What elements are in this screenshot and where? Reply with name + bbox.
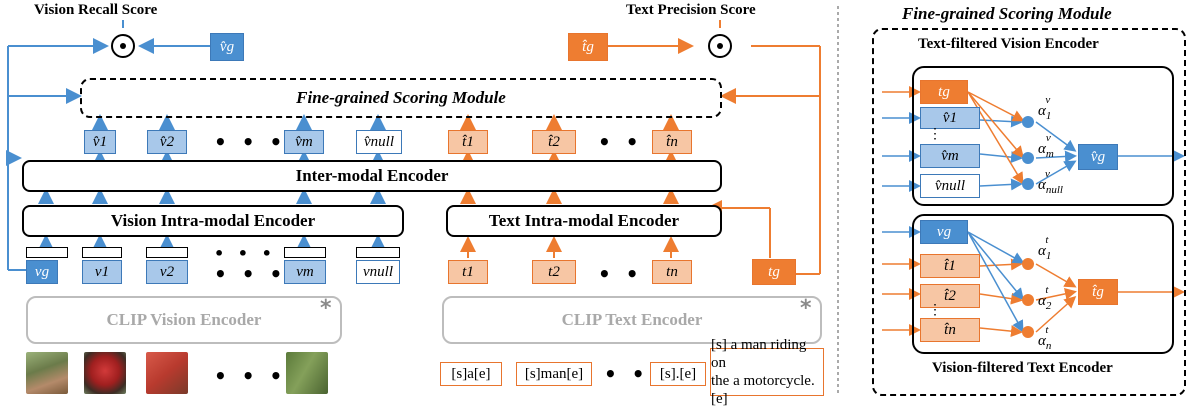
rp-v-hat-1-token: v̂1 [920,107,980,129]
vg-token: vg [26,260,58,284]
fgsm-label: Fine-grained Scoring Module [296,88,506,107]
rp-vdots-bottom: ⋮ [928,303,942,318]
caption-full-sentence: [s] a man riding on the a motorcycle. [e… [710,337,824,407]
v-hat-null-token: v̂null [356,130,402,154]
right-panel-title: Fine-grained Scoring Module [902,4,1112,23]
v-hat-2-token: v̂2 [147,130,187,154]
v-hat-1-token: v̂1 [84,130,116,154]
t2-token: t2 [532,260,576,284]
rp-t-hat-2-token: t̂2 [920,284,980,308]
vision-recall-score-label: Vision Recall Score [34,2,158,18]
text-intra-modal-encoder: Text Intra-modal Encoder [446,205,722,237]
caption-token-a: [s]a[e] [440,362,502,386]
rp-v-hat-null-token: v̂null [920,174,980,198]
alpha-v-null: αnullv [1038,168,1063,196]
alpha-t-2: α2t [1038,284,1052,312]
text-dot-product-icon [708,34,732,58]
text-filtered-vision-encoder-box [912,66,1174,206]
vision-dot-product-icon [111,34,135,58]
tn-token: tn [652,260,692,284]
vision-feature-square [26,247,68,258]
rp-tg-token: tg [920,80,968,104]
rp-v-hat-m-token: v̂m [920,144,980,168]
alpha-t-1: α1t [1038,234,1052,262]
tg-hat-token: t̂g [568,33,608,61]
vm-token: vm [284,260,326,284]
clip-vision-encoder: CLIP Vision Encoder [26,296,342,344]
v-hat-m-token: v̂m [284,130,324,154]
rp-vg-token: vg [920,220,968,244]
tg-token: tg [752,259,796,285]
t-hat-1-token: t̂1 [448,130,488,154]
image-patch-2 [84,352,126,394]
rp-t-hat-1-token: t̂1 [920,254,980,278]
vision-out-ellipsis: • • • [214,130,287,154]
image-patch-1 [26,352,68,394]
vision-feature-square [82,247,122,258]
vision-feature-square [284,247,326,258]
caption-token-man: [s]man[e] [516,362,592,386]
frozen-star-icon: * [800,296,812,321]
t1-token: t1 [448,260,488,284]
caption-token-end: [s].[e] [650,362,706,386]
v1-token: v1 [82,260,122,284]
vision-feature-square [356,247,400,258]
image-patch-3 [146,352,188,394]
vision-feature-square [146,247,188,258]
rp-t-hat-n-token: t̂n [920,318,980,342]
alpha-v-1: α1v [1038,94,1052,122]
rp-tg-hat-output: t̂g [1078,279,1118,305]
fgsm-detail-box [872,28,1186,396]
vnull-token: vnull [356,260,400,284]
vision-filtered-text-encoder-box [912,214,1174,354]
vg-hat-token: v̂g [210,33,244,61]
vfte-label: Vision-filtered Text Encoder [932,360,1113,376]
vision-intra-modal-encoder: Vision Intra-modal Encoder [22,205,404,237]
fine-grained-scoring-module-box: Fine-grained Scoring Module [80,78,722,118]
image-ellipsis: • • • [214,364,287,388]
tfve-label: Text-filtered Vision Encoder [918,36,1099,52]
alpha-v-m: αmv [1038,132,1054,160]
text-precision-score-label: Text Precision Score [626,2,756,18]
rp-vg-hat-output: v̂g [1078,144,1118,170]
t-hat-n-token: t̂n [652,130,692,154]
rp-vdots-top: ⋮ [928,127,942,142]
frozen-star-icon: * [320,296,332,321]
t-hat-2-token: t̂2 [532,130,576,154]
caption-line-2: the a motorcycle. [e] [711,373,815,407]
inter-modal-encoder: Inter-modal Encoder [22,160,722,192]
square-ellipsis: • • • [214,244,276,263]
v2-token: v2 [146,260,188,284]
caption-line-1: [s] a man riding on [711,337,807,371]
image-patch-m [286,352,328,394]
alpha-t-n: αnt [1038,324,1052,352]
vision-in-ellipsis: • • • [214,262,287,286]
clip-text-encoder: CLIP Text Encoder [442,296,822,344]
